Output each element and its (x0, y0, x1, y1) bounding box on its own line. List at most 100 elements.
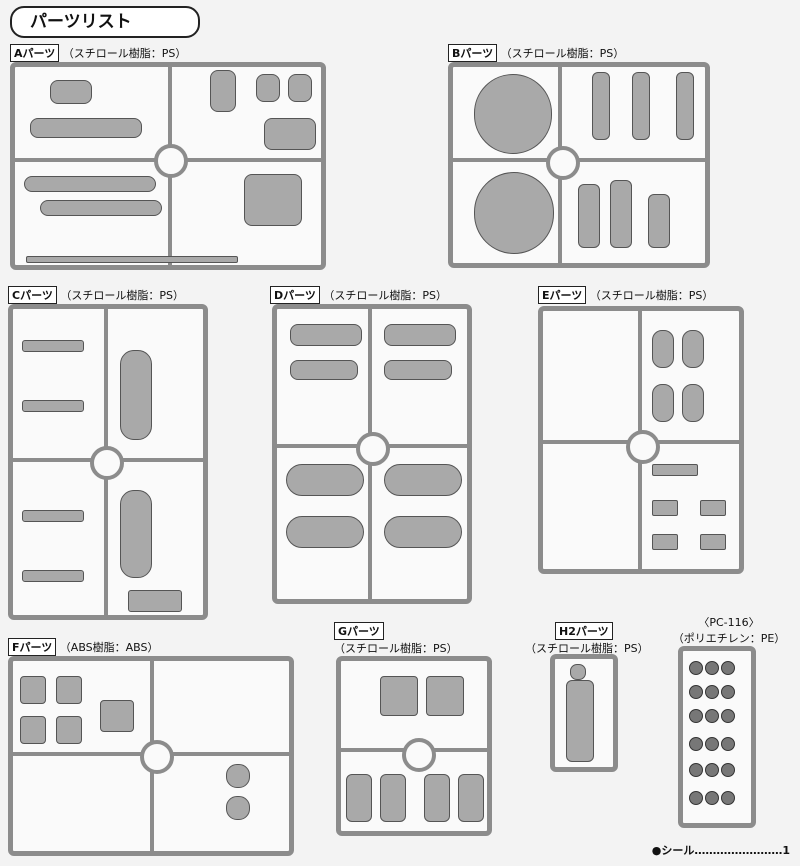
pe-joint (721, 737, 735, 751)
pe-joint (705, 709, 719, 723)
figure-head (570, 664, 586, 680)
part-shape (100, 700, 134, 732)
runner-e-hub (626, 430, 660, 464)
section-b-material: （スチロール樹脂：PS） (500, 47, 625, 60)
pe-joint (721, 685, 735, 699)
section-c-tag: Cパーツ (8, 286, 57, 304)
part-shape (380, 676, 418, 716)
section-d-material: （スチロール樹脂：PS） (323, 289, 448, 302)
part-shape (610, 180, 632, 248)
part-shape (22, 400, 84, 412)
seal-count: ●シール……………………1 (651, 844, 790, 857)
part-shape (128, 590, 182, 612)
pe-joint (689, 763, 703, 777)
part-shape (20, 716, 46, 744)
section-a-material: （スチロール樹脂：PS） (62, 47, 187, 60)
part-shape (264, 118, 316, 150)
part-shape (56, 676, 82, 704)
section-f-tag: Fパーツ (8, 638, 57, 656)
pe-joint (705, 737, 719, 751)
part-shape (648, 194, 670, 248)
pe-joint (689, 685, 703, 699)
section-g-tag: Gパーツ (334, 622, 384, 640)
part-shape (26, 256, 238, 263)
page-title: パーツリスト (10, 6, 200, 38)
section-h2-material: （スチロール樹脂：PS） (525, 642, 649, 655)
part-shape (384, 516, 462, 548)
part-shape (22, 570, 84, 582)
runner-c-hub (90, 446, 124, 480)
section-d-tag: Dパーツ (270, 286, 320, 304)
part-shape (290, 360, 358, 380)
part-shape (50, 80, 92, 104)
part-shape (288, 74, 312, 102)
pe-joint (721, 763, 735, 777)
part-shape (256, 74, 280, 102)
runner-b-hub (546, 146, 580, 180)
section-h2-label: H2パーツ （スチロール樹脂：PS） (525, 622, 649, 656)
part-shape (700, 500, 726, 516)
pe-joint (705, 763, 719, 777)
part-shape (226, 764, 250, 788)
part-shape (384, 464, 462, 496)
part-shape (210, 70, 236, 112)
part-shape (20, 676, 46, 704)
part-shape (682, 384, 704, 422)
part-shape (578, 184, 600, 248)
pe-joint (705, 791, 719, 805)
pe-joint (689, 661, 703, 675)
section-e-tag: Eパーツ (538, 286, 587, 304)
part-shape (346, 774, 372, 822)
pe-joint (689, 791, 703, 805)
section-e-material: （スチロール樹脂：PS） (589, 289, 714, 302)
part-shape (652, 534, 678, 550)
part-shape (244, 174, 302, 226)
part-shape (30, 118, 142, 138)
part-shape (380, 774, 406, 822)
part-shape (40, 200, 162, 216)
runner-f-hub (140, 740, 174, 774)
section-f-label: Fパーツ （ABS樹脂：ABS） (8, 638, 159, 656)
section-d-label: Dパーツ （スチロール樹脂：PS） (270, 286, 447, 304)
section-f-material: （ABS樹脂：ABS） (59, 641, 159, 654)
section-a-tag: Aパーツ (10, 44, 60, 62)
part-shape (290, 324, 362, 346)
section-c-material: （スチロール樹脂：PS） (60, 289, 184, 302)
part-shape (56, 716, 82, 744)
pe-joint (721, 709, 735, 723)
section-b-tag: Bパーツ (448, 44, 498, 62)
section-h2-tag: H2パーツ (555, 622, 613, 640)
section-b-label: Bパーツ （スチロール樹脂：PS） (448, 44, 624, 62)
section-g-material: （スチロール樹脂：PS） (334, 642, 458, 655)
part-shape (24, 176, 156, 192)
pe-joint (721, 661, 735, 675)
section-g-label: Gパーツ （スチロール樹脂：PS） (334, 622, 458, 656)
part-shape (120, 350, 152, 440)
pe-joint (721, 791, 735, 805)
part-shape (22, 510, 84, 522)
runner-d-hub (356, 432, 390, 466)
pe-joint (705, 661, 719, 675)
part-shape (652, 384, 674, 422)
part-shape (458, 774, 484, 822)
section-pc-tag: 〈PC-116〉 (698, 616, 760, 629)
pe-joint (705, 685, 719, 699)
part-shape (226, 796, 250, 820)
section-pc-label: 〈PC-116〉 （ポリエチレン：PE） (668, 614, 790, 646)
part-shape (682, 330, 704, 368)
part-shape (632, 72, 650, 140)
runner-a-hub (154, 144, 188, 178)
part-shape (424, 774, 450, 822)
section-e-label: Eパーツ （スチロール樹脂：PS） (538, 286, 713, 304)
section-pc-material: （ポリエチレン：PE） (672, 632, 786, 645)
part-shape (384, 324, 456, 346)
part-shape (384, 360, 452, 380)
part-shape (652, 500, 678, 516)
part-shape (286, 516, 364, 548)
part-shape (652, 330, 674, 368)
figure-body (566, 680, 594, 762)
part-shape (652, 464, 698, 476)
section-a-label: Aパーツ （スチロール樹脂：PS） (10, 44, 186, 62)
part-shape (120, 490, 152, 578)
part-shape (22, 340, 84, 352)
